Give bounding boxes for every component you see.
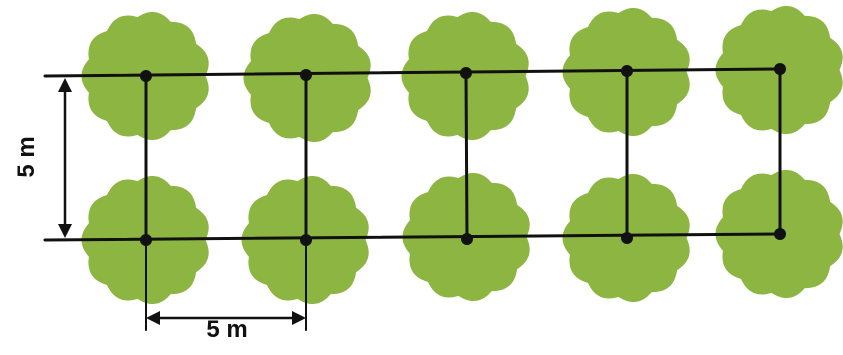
grid-node bbox=[774, 63, 786, 75]
column-line bbox=[466, 73, 467, 239]
grid-node bbox=[300, 69, 312, 81]
arrow-down-icon bbox=[58, 224, 72, 238]
tree-layer bbox=[82, 6, 843, 304]
grid-node bbox=[621, 232, 633, 244]
grid-node bbox=[460, 67, 472, 79]
horizontal-dimension-label: 5 m bbox=[206, 316, 247, 343]
arrow-right-icon bbox=[292, 311, 306, 325]
grid-node bbox=[461, 233, 473, 245]
arrow-up-icon bbox=[58, 78, 72, 92]
grid-node bbox=[300, 234, 312, 246]
grid-node bbox=[140, 70, 152, 82]
grid-node bbox=[621, 65, 633, 77]
grid-node bbox=[140, 234, 152, 246]
grid-node bbox=[774, 228, 786, 240]
arrow-left-icon bbox=[146, 311, 160, 325]
vertical-dimension-label: 5 m bbox=[13, 136, 40, 177]
